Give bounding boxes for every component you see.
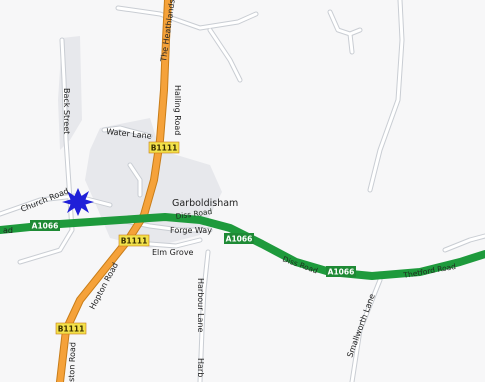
shield-b1111-top: B1111 [148, 141, 180, 154]
label-smallworth-lane: Smallworth Lane [345, 293, 376, 359]
place-label-garboldisham: Garboldisham [172, 198, 238, 209]
label-thetford-road: Thetford Road [402, 262, 457, 280]
road-shields: B1111 B1111 B1111 A1066 A1066 A1066 [30, 141, 356, 335]
label-elm-grove: Elm Grove [152, 248, 194, 257]
shield-b1111-bottom: B1111 [55, 322, 87, 335]
label-forge-way: Forge Way [170, 226, 212, 235]
shield-a1066-mid-label: A1066 [226, 235, 253, 244]
shield-a1066-right-label: A1066 [328, 268, 355, 277]
label-diss-road-2: Diss Road [281, 254, 319, 275]
a-road-a1066 [0, 213, 485, 280]
label-church-road: Church Road [19, 186, 70, 213]
shield-b1111-mid-label: B1111 [121, 237, 148, 246]
label-harbour-lane-bottom: Harb [196, 358, 205, 377]
shield-a1066-right: A1066 [326, 266, 356, 277]
shield-b1111-mid: B1111 [118, 234, 150, 247]
star-burst-icon[interactable] [62, 188, 94, 216]
shield-a1066-left-label: A1066 [32, 222, 59, 231]
label-halling-road: Halling Road [173, 85, 182, 135]
shield-b1111-bottom-label: B1111 [58, 325, 85, 334]
shield-a1066-mid: A1066 [224, 233, 254, 244]
shield-b1111-top-label: B1111 [151, 144, 178, 153]
label-the-heathlands: The Heathlands [159, 0, 177, 63]
label-back-street: Back Street [62, 88, 71, 134]
label-hopton-road-bottom: ston Road [67, 342, 77, 382]
label-harbour-lane: Harbour Lane [196, 278, 205, 333]
shield-a1066-left: A1066 [30, 220, 60, 231]
label-church-road-stub: ad [3, 226, 13, 235]
